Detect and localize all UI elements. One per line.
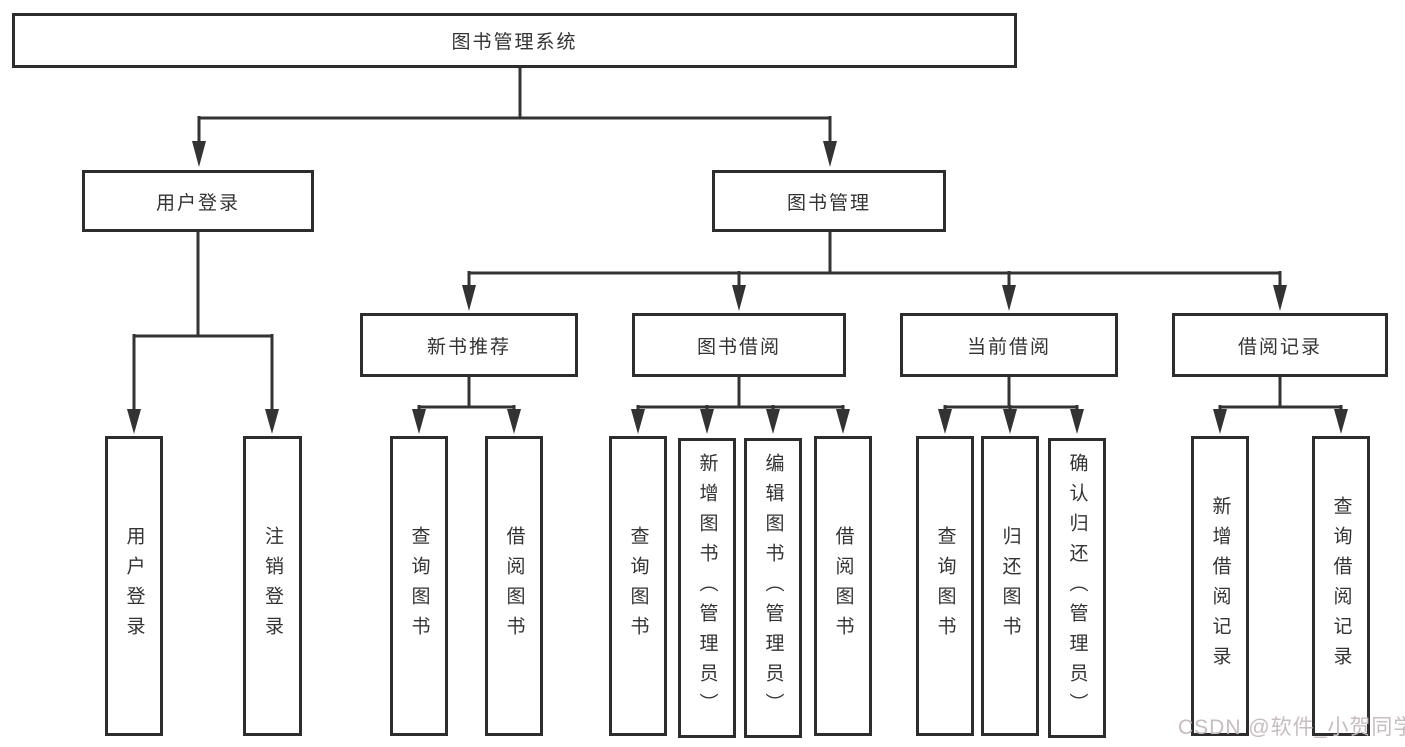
leaf-logout: 注销登录 [243, 436, 302, 736]
leaf-query-book-borrowing: 查询图书 [609, 436, 667, 736]
leaf-edit-book-admin: 编辑图书（管理员） [744, 438, 802, 738]
leaf-confirm-return-admin: 确认归还（管理员） [1048, 438, 1106, 738]
node-current-borrowing: 当前借阅 [900, 313, 1118, 377]
node-borrowing-records: 借阅记录 [1172, 313, 1388, 377]
node-new-book-recommend: 新书推荐 [360, 313, 578, 377]
leaf-add-book-admin: 新增图书（管理员） [678, 438, 736, 738]
node-book-management: 图书管理 [712, 170, 946, 232]
node-user-login: 用户登录 [82, 170, 314, 232]
leaf-borrow-book-recommend: 借阅图书 [485, 436, 543, 736]
leaf-user-login: 用户登录 [105, 436, 163, 736]
node-library-management-system: 图书管理系统 [12, 13, 1017, 68]
leaf-borrow-book: 借阅图书 [814, 436, 872, 736]
watermark: CSDN @软件_小贺同学 [1178, 716, 1405, 739]
leaf-query-book-recommend: 查询图书 [390, 436, 448, 736]
leaf-query-borrow-record: 查询借阅记录 [1312, 436, 1370, 736]
node-book-borrowing: 图书借阅 [632, 313, 846, 377]
leaf-add-borrow-record: 新增借阅记录 [1191, 436, 1249, 736]
leaf-query-book-current: 查询图书 [916, 436, 974, 736]
arrowheads [127, 141, 1348, 434]
leaf-return-book: 归还图书 [981, 436, 1039, 736]
